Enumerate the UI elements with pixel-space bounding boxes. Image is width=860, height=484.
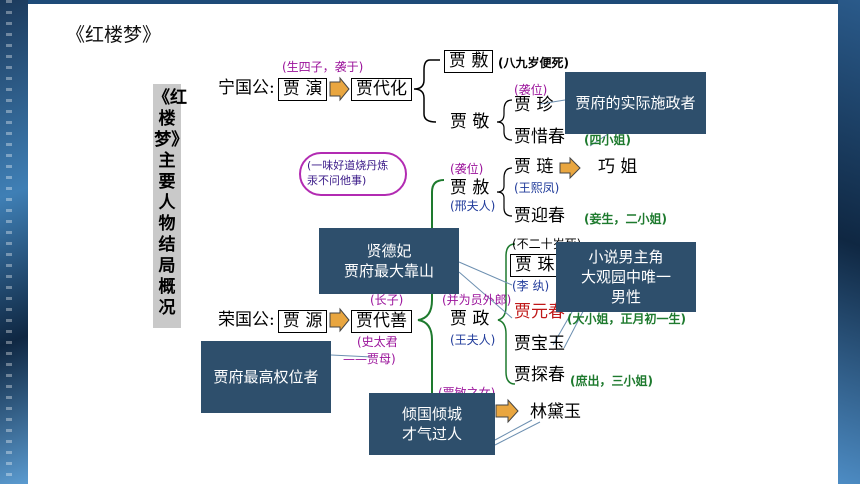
jia-yingchun-note: (妾生，二小姐) (584, 212, 667, 226)
jia-yingchun: 贾迎春 (514, 206, 565, 226)
jia-yan: 贾 演 (278, 78, 328, 101)
ning-founder-note: (生四子，袭于) (282, 60, 364, 74)
jia-daishan-note-bottom: (史太君 (357, 335, 398, 349)
jia-xichun-note: (四小姐) (584, 133, 631, 147)
jia-yuanchun-note: (大小姐，正月初一生) (567, 312, 686, 326)
ning-guo-gong-label: 宁国公: (218, 78, 275, 98)
left-decorative-band (0, 0, 28, 484)
jia-she-note-top: (袭位) (450, 162, 484, 176)
jia-lian: 贾 琏 (514, 157, 554, 177)
jia-she: 贾 赦 (450, 178, 490, 198)
jia-yuanchun: 贾元春 (514, 302, 565, 322)
jia-zheng-note-top: (并为员外郎) (442, 293, 512, 307)
right-decorative-band (838, 0, 860, 484)
jia-baoyu: 贾宝玉 (514, 334, 565, 354)
jia-she-note-bottom: (邢夫人) (450, 199, 496, 213)
jia-fu: 贾 敷 (444, 50, 494, 73)
jia-jing-bubble: (一味好道烧丹炼汞不问他事) (299, 152, 407, 196)
jia-zheng: 贾 政 (450, 309, 490, 329)
callout-jiamu-role: 贾府最高权位者 (201, 341, 331, 413)
page-title: 《红楼梦》 (66, 24, 162, 46)
jia-daishan-note-bottom2: ——贾母) (343, 352, 396, 366)
jia-tanchun: 贾探春 (514, 365, 565, 385)
jia-daishan: 贾代善 (351, 310, 412, 333)
jia-zhu-wife: (李 纨) (512, 279, 550, 293)
jia-lian-wife: (王熙凤) (514, 181, 560, 195)
jia-daishan-note-top: (长子) (370, 293, 404, 307)
callout-yuanchun-role: 贤德妃 贾府最大靠山 (319, 228, 459, 294)
callout-daiyu-role: 倾国倾城 才气过人 (369, 393, 495, 455)
jia-zheng-note-bottom: (王夫人) (450, 333, 496, 347)
jia-zhen-note: (袭位) (514, 83, 548, 97)
jia-daihua: 贾代化 (351, 78, 412, 101)
jia-tanchun-note: (庶出，三小姐) (570, 374, 653, 388)
lin-daiyu: 林黛玉 (530, 402, 581, 422)
jia-zhen: 贾 珍 (514, 95, 554, 115)
callout-baoyu-role: 小说男主角 大观园中唯一 男性 (556, 242, 696, 312)
jia-fu-note: (八九岁便死) (498, 56, 569, 70)
vertical-title: 《红楼梦》主要人物结局概况 (153, 84, 187, 328)
jia-zhu: 贾 珠 (510, 254, 560, 277)
jia-yuan: 贾 源 (278, 310, 328, 333)
rong-guo-gong-label: 荣国公: (218, 310, 275, 330)
jia-jing: 贾 敬 (450, 112, 490, 132)
top-decorative-line (28, 0, 838, 4)
jia-xichun: 贾惜春 (514, 127, 565, 147)
qiao-jie: 巧 姐 (598, 157, 638, 177)
callout-zhen-role: 贾府的实际施政者 (565, 72, 706, 134)
